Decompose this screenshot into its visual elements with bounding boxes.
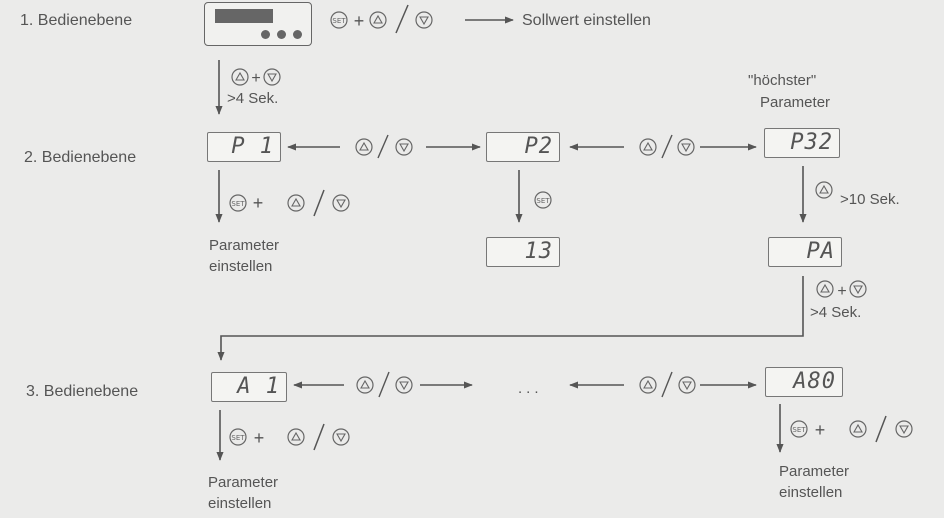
einstellen-label: einstellen	[209, 258, 273, 275]
up-key-icon	[815, 181, 833, 199]
display-pa: PA	[768, 237, 842, 267]
up-key-icon	[816, 280, 834, 298]
hold-10s-label: >10 Sek.	[840, 191, 900, 208]
einstellen-label: einstellen	[208, 495, 272, 512]
plus-sign: +	[251, 70, 260, 87]
plus-sign: +	[254, 428, 265, 448]
up-key-icon	[231, 68, 249, 86]
display-13: 13	[486, 237, 560, 267]
highest-parameter-label: Parameter	[760, 94, 831, 111]
slash-sign	[313, 189, 325, 217]
slash-sign	[395, 4, 409, 34]
plus-sign: +	[815, 420, 826, 440]
down-key-icon	[415, 11, 433, 29]
arrow-path	[217, 276, 804, 361]
set-key-text: SET	[231, 200, 245, 208]
set-key-text: SET	[332, 17, 346, 25]
display-p1: P 1	[207, 132, 281, 162]
down-key-icon	[395, 376, 413, 394]
up-key-icon	[356, 376, 374, 394]
display-p2: P2	[486, 132, 560, 162]
device-screen	[215, 9, 273, 23]
device-button-dot	[277, 30, 286, 39]
up-key-icon	[355, 138, 373, 156]
up-key-icon	[849, 420, 867, 438]
down-key-icon	[395, 138, 413, 156]
slash-sign	[661, 134, 673, 159]
ellipsis: ...	[518, 380, 543, 397]
plus-sign: +	[354, 11, 365, 31]
level-3-label: 3. Bedienebene	[26, 383, 139, 400]
display-a80: A80	[765, 367, 843, 397]
set-key-text: SET	[536, 197, 550, 205]
display-p32: P32	[764, 128, 840, 158]
down-key-icon	[332, 194, 350, 212]
down-key-icon	[895, 420, 913, 438]
sollwert-label: Sollwert einstellen	[522, 12, 651, 29]
plus-sign: +	[837, 283, 846, 300]
slash-sign	[875, 415, 887, 443]
display-a1: A 1	[211, 372, 287, 402]
up-key-icon	[287, 428, 305, 446]
einstellen-label: einstellen	[779, 484, 843, 501]
up-key-icon	[369, 11, 387, 29]
down-key-icon	[332, 428, 350, 446]
down-key-icon	[849, 280, 867, 298]
device-button-dot	[293, 30, 302, 39]
device-button-dot	[261, 30, 270, 39]
highest-label: "höchster"	[748, 72, 817, 89]
set-key-text: SET	[231, 434, 245, 442]
plus-sign: +	[253, 193, 264, 213]
up-key-icon	[639, 376, 657, 394]
controller-device	[204, 2, 312, 46]
down-key-icon	[677, 138, 695, 156]
parameter-label: Parameter	[779, 463, 850, 480]
down-key-icon	[678, 376, 696, 394]
level-1-label: 1. Bedienebene	[20, 12, 133, 29]
slash-sign	[661, 371, 673, 398]
up-key-icon	[287, 194, 305, 212]
slash-sign	[313, 423, 325, 451]
slash-sign	[377, 134, 389, 159]
hold-4s-label: >4 Sek.	[227, 90, 279, 107]
up-key-icon	[639, 138, 657, 156]
parameter-label: Parameter	[209, 237, 280, 254]
level-2-label: 2. Bedienebene	[24, 149, 137, 166]
hold-4s-label: >4 Sek.	[810, 304, 862, 321]
down-key-icon	[263, 68, 281, 86]
parameter-label: Parameter	[208, 474, 279, 491]
slash-sign	[378, 371, 390, 398]
set-key-text: SET	[792, 426, 806, 434]
